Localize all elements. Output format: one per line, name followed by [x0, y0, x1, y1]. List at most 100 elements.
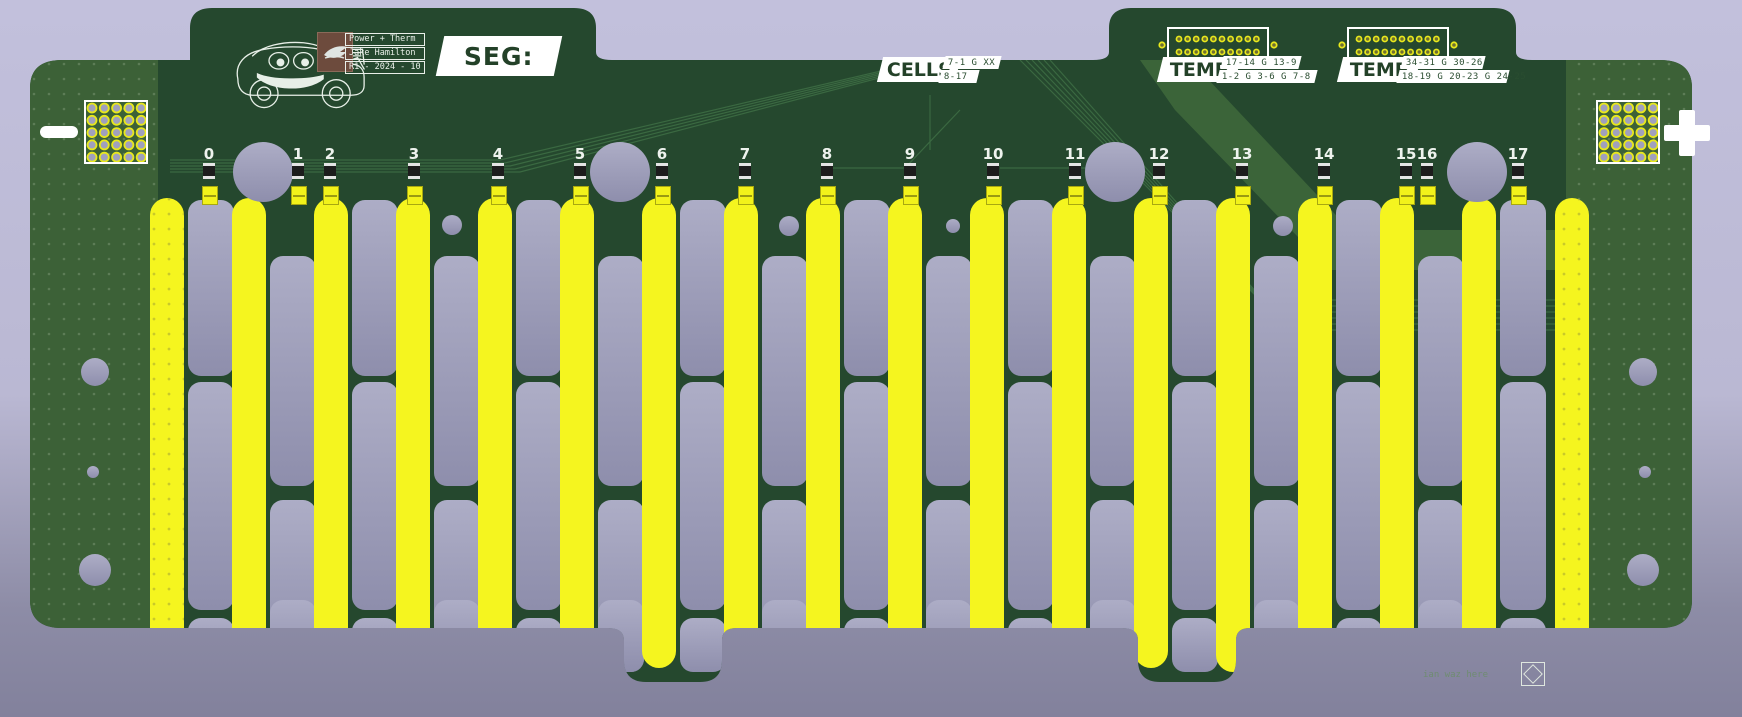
sense-point-number: 6	[656, 145, 668, 163]
sense-point-number: 3	[408, 145, 420, 163]
terminal-pad	[137, 116, 145, 124]
connector-pin	[895, 48, 903, 56]
busbar-group	[150, 198, 1589, 672]
cell-pad	[1008, 200, 1054, 376]
sense-resistor	[492, 163, 504, 179]
sense-resistor	[1153, 163, 1165, 179]
sense-test-pad	[1152, 186, 1168, 205]
sense-test-pad	[291, 186, 307, 205]
sense-test-pad	[202, 186, 218, 205]
cell-pad	[188, 200, 234, 376]
cells-pinout-top: 7-1 G XX	[942, 56, 1002, 69]
connector-pin	[930, 48, 937, 56]
terminal-pad	[137, 153, 145, 161]
connector-pin	[921, 35, 929, 43]
cell-pad	[352, 200, 398, 376]
segment-label-text: SEG:	[464, 41, 534, 71]
temp1-pinout-top: 17-14 G 13-9	[1220, 56, 1302, 69]
sense-test-pad	[1317, 186, 1333, 205]
connector-pin	[947, 48, 954, 56]
cell-pad	[270, 500, 316, 672]
cell-pad	[434, 256, 480, 486]
connector-pin	[912, 35, 920, 43]
cell-pad	[1336, 200, 1382, 376]
sense-test-pad	[1511, 186, 1527, 205]
connector-pin	[964, 48, 972, 56]
cell-pad	[680, 200, 726, 376]
sense-resistor	[821, 163, 833, 179]
sense-test-pad	[407, 186, 423, 205]
busbar	[478, 198, 512, 668]
cell-pad	[1172, 382, 1218, 610]
sense-test-pad	[738, 186, 754, 205]
title-block-revision: R1 - 2024 - 10	[345, 61, 425, 74]
cell-pad	[188, 382, 234, 610]
cell-pad	[1418, 600, 1464, 672]
terminal-pad	[1637, 129, 1645, 137]
terminal-pad	[113, 104, 121, 112]
vendor-logo-box	[317, 32, 353, 72]
sense-point-number: 9	[904, 145, 916, 163]
cell-pad	[844, 618, 890, 672]
sense-point-number: 10	[982, 145, 1004, 163]
terminal-pad	[100, 129, 108, 137]
positive-terminal-pad-array	[1598, 102, 1659, 163]
connector-pin	[895, 35, 903, 43]
connector-pin	[973, 48, 980, 56]
terminal-pad	[1600, 104, 1608, 112]
temp2-pinout-bottom: 18-19 G 20-23 G 24-25	[1396, 70, 1526, 83]
connector-pin	[930, 35, 937, 43]
terminal-pad	[1625, 141, 1633, 149]
sense-point-number: 13	[1231, 145, 1253, 163]
sense-point-number: 7	[739, 145, 751, 163]
sense-point-number: 4	[492, 145, 504, 163]
cell-pad	[1090, 256, 1136, 486]
sense-test-pad	[1420, 186, 1436, 205]
sense-resistor	[656, 163, 668, 179]
sense-resistor	[574, 163, 586, 179]
cell-pad	[1418, 500, 1464, 672]
busbar	[806, 198, 840, 668]
terminal-pad	[100, 141, 108, 149]
sense-point-number: 8	[821, 145, 833, 163]
terminal-pad	[1637, 141, 1645, 149]
connector-pin	[964, 35, 972, 43]
connector-pin	[921, 48, 929, 56]
sense-point-number: 1	[292, 145, 304, 163]
sense-resistor	[1069, 163, 1081, 179]
terminal-pad	[88, 116, 96, 124]
terminal-pad	[1637, 153, 1645, 161]
connector-pin	[973, 35, 980, 43]
sense-resistor	[1421, 163, 1433, 179]
terminal-pad	[1612, 153, 1620, 161]
cell-pad	[352, 618, 398, 672]
terminal-pad	[113, 153, 121, 161]
terminal-pad	[1625, 153, 1633, 161]
terminal-pad	[1649, 129, 1657, 137]
terminal-pad	[1612, 104, 1620, 112]
cell-pad	[762, 600, 808, 672]
negative-terminal-marking	[40, 126, 78, 138]
terminal-pad	[88, 104, 96, 112]
sense-point-number: 14	[1313, 145, 1335, 163]
cell-pad	[516, 200, 562, 376]
sense-test-pad	[986, 186, 1002, 205]
connector-pin	[904, 48, 911, 56]
terminal-pad	[88, 129, 96, 137]
cell-pad	[1336, 618, 1382, 672]
sense-test-pad	[820, 186, 836, 205]
terminal-pad	[113, 141, 121, 149]
sense-resistor	[987, 163, 999, 179]
cell-pad	[1172, 618, 1218, 672]
cells-pinout-bottom: 8-17	[938, 70, 980, 83]
cell-pad	[926, 256, 972, 486]
sense-test-pad	[1068, 186, 1084, 205]
sense-resistor	[324, 163, 336, 179]
sense-resistor	[904, 163, 916, 179]
lightning-mcqueen-car-outline	[236, 41, 365, 109]
cell-pad	[188, 618, 234, 672]
sense-resistor	[1318, 163, 1330, 179]
sense-test-pad	[1399, 186, 1415, 205]
